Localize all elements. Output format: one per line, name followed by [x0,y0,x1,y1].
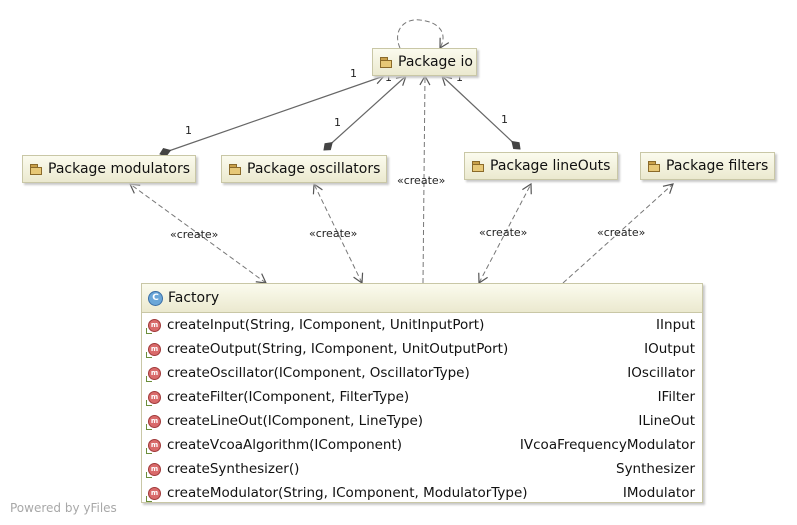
method-signature: createOscillator(IComponent, OscillatorT… [167,365,470,381]
method-row[interactable]: m createFilter(IComponent, FilterType) IFi… [142,385,702,409]
class-icon: C [148,290,163,306]
create-label: «create» [479,226,527,239]
method-signature: createFilter(IComponent, FilterType) [167,389,410,405]
method-icon: m [146,414,161,430]
factory-class-header: C Factory [142,284,702,313]
create-edge-lineouts [478,182,532,285]
method-row[interactable]: m createSynthesizer() Synthesizer [142,457,702,481]
multiplicity-label: 1 [456,71,463,84]
package-filters-node[interactable]: Package filters [640,152,775,180]
package-icon [648,161,660,172]
multiplicity-label: 1 [334,116,341,129]
method-row[interactable]: m createOutput(String, IComponent, UnitOu… [142,337,702,361]
package-icon [472,161,484,172]
method-signature: createVcoaAlgorithm(IComponent) [167,437,403,453]
method-signature: createModulator(String, IComponent, Modu… [167,485,528,501]
method-row[interactable]: m createVcoaAlgorithm(IComponent) IVcoaFre… [142,433,702,457]
method-return-type: IFilter [657,389,695,405]
package-icon [380,57,392,68]
method-return-type: IModulator [622,485,695,501]
method-icon: m [146,462,161,478]
create-edge-filters [562,183,674,284]
method-return-type: IOscillator [627,365,695,381]
create-edge-oscillators [312,182,364,285]
composition-edge-lineouts [441,75,521,150]
package-oscillators-label: Package oscillators [247,161,381,177]
method-row[interactable]: m createLineOut(IComponent, LineType) ILin… [142,409,702,433]
method-signature: createSynthesizer() [167,461,300,477]
multiplicity-label: 1 [501,113,508,126]
method-icon: m [146,438,161,454]
method-row[interactable]: m createOscillator(IComponent, Oscillator… [142,361,702,385]
method-icon: m [146,342,161,358]
powered-by-footer: Powered by yFiles [10,501,117,515]
package-modulators-node[interactable]: Package modulators [22,155,196,183]
method-return-type: IVcoaFrequencyModulator [519,437,695,453]
package-icon [229,164,241,175]
package-lineouts-node[interactable]: Package lineOuts [464,152,618,180]
package-lineouts-label: Package lineOuts [490,158,611,174]
package-oscillators-node[interactable]: Package oscillators [221,155,387,183]
create-edge-modulators [129,183,267,284]
method-return-type: IInput [656,317,695,333]
create-label: «create» [170,228,218,241]
factory-class-name: Factory [168,290,220,306]
method-signature: createLineOut(IComponent, LineType) [167,413,424,429]
package-io-node[interactable]: Package io [372,48,477,76]
method-row[interactable]: m createInput(String, IComponent, UnitInp… [142,313,702,337]
package-io-label: Package io [398,54,473,70]
multiplicity-label: 1 [385,71,392,84]
method-row[interactable]: m createModulator(String, IComponent, Mod… [142,481,702,505]
factory-method-list: m createInput(String, IComponent, UnitInp… [142,313,702,505]
create-label: «create» [309,227,357,240]
package-icon [30,164,42,175]
method-icon: m [146,486,161,502]
self-loop-edge [397,19,450,50]
method-icon: m [146,366,161,382]
method-signature: createOutput(String, IComponent, UnitOut… [167,341,509,357]
method-return-type: IOutput [644,341,695,357]
method-icon: m [146,390,161,406]
method-icon: m [146,318,161,334]
multiplicity-label: 1 [185,124,192,137]
method-return-type: ILineOut [638,413,695,429]
package-filters-label: Package filters [666,158,769,174]
create-edge-io [419,74,431,284]
create-label: «create» [597,226,645,239]
composition-edge-modulators [159,73,386,157]
multiplicity-label: 1 [350,67,357,80]
method-signature: createInput(String, IComponent, UnitInpu… [167,317,485,333]
create-label: «create» [397,174,445,187]
method-return-type: Synthesizer [616,461,695,477]
factory-class-node[interactable]: C Factory m createInput(String, IComponen… [141,283,703,503]
composition-edge-oscillators [323,75,407,151]
package-modulators-label: Package modulators [48,161,191,177]
